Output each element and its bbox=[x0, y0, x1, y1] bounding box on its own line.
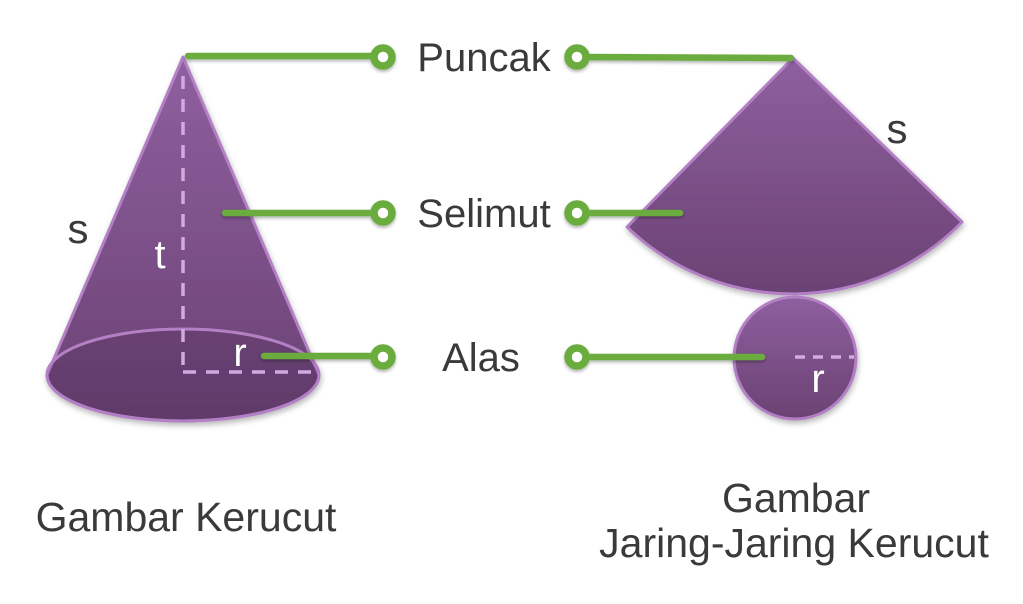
selimut-label: Selimut bbox=[417, 192, 550, 236]
cone-slant-label: s bbox=[68, 205, 89, 252]
cone-net-figure: s r bbox=[625, 56, 964, 421]
selimut-right-ring-marker bbox=[564, 200, 590, 226]
puncak-left-ring-marker bbox=[370, 44, 396, 70]
net-caption-line2: Jaring-Jaring Kerucut bbox=[599, 520, 989, 566]
alas-right-ring-marker bbox=[564, 344, 590, 370]
puncak-label: Puncak bbox=[417, 36, 551, 80]
callout-alas: Alas bbox=[260, 336, 766, 380]
cone-height-label: t bbox=[154, 233, 165, 277]
puncak-right-ring-marker bbox=[564, 44, 590, 70]
net-slant-label: s bbox=[887, 105, 908, 152]
callout-puncak: Puncak bbox=[184, 36, 795, 80]
cone-caption: Gambar Kerucut bbox=[36, 494, 337, 540]
alas-label: Alas bbox=[442, 336, 520, 380]
net-radius-label: r bbox=[811, 357, 824, 401]
cone-base-ellipse bbox=[45, 327, 321, 423]
net-sector bbox=[625, 56, 964, 296]
selimut-left-ring-marker bbox=[370, 200, 396, 226]
cone-radius-label: r bbox=[233, 331, 246, 375]
cone-figure: s t r bbox=[45, 55, 321, 423]
callout-selimut: Selimut bbox=[221, 192, 684, 236]
net-caption-line1: Gambar bbox=[722, 475, 870, 521]
puncak-right-connector-line bbox=[578, 53, 795, 62]
alas-left-ring-marker bbox=[370, 344, 396, 370]
